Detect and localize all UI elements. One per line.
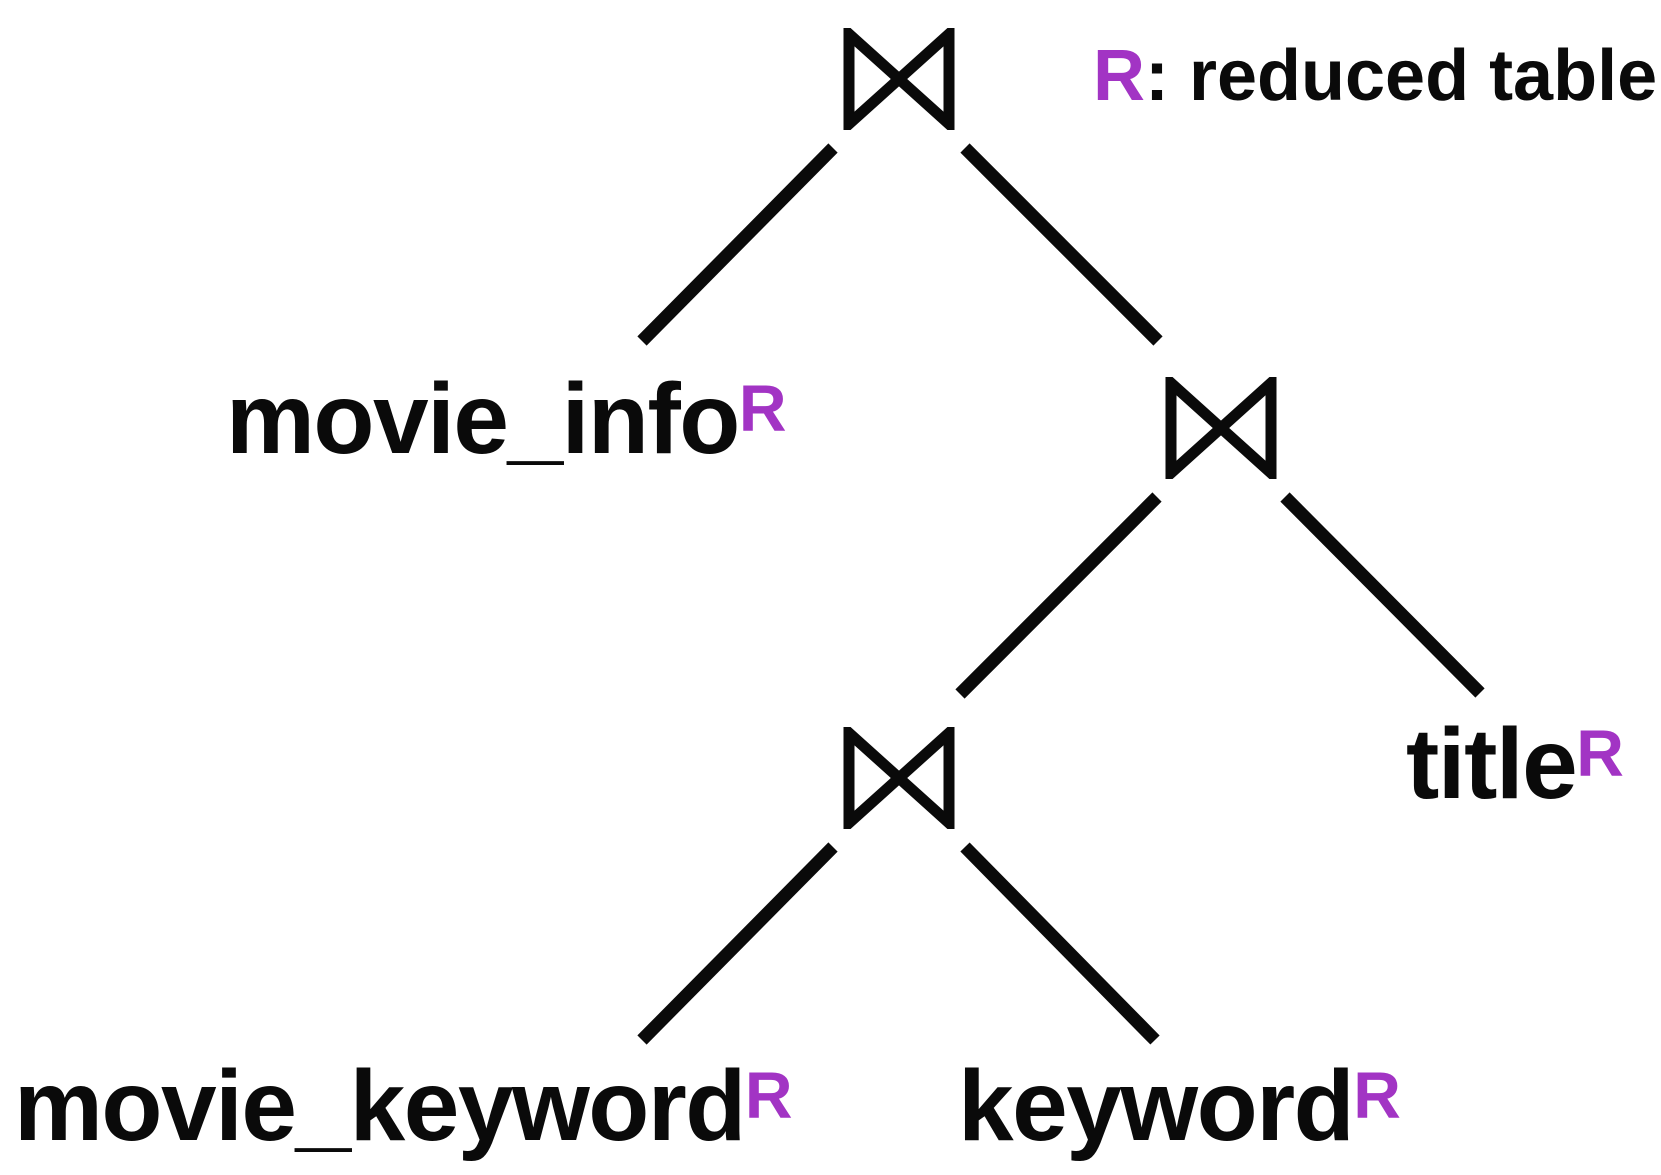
reduced-table-marker: R [1576, 715, 1624, 790]
join-icon-mid [1165, 377, 1277, 479]
leaf-label-movie-keyword: movie_keywordR [14, 1056, 793, 1156]
legend-reduced-marker: R [1093, 36, 1145, 116]
leaf-label-movie-info: movie_infoR [226, 369, 787, 469]
join-icon-root [843, 28, 955, 130]
edge-mid-join-to-lower-join [955, 492, 1162, 699]
leaf-label-title: titleR [1406, 714, 1624, 814]
edge-lower-join-to-movie-keyword [637, 842, 838, 1045]
edge-lower-join-to-keyword [960, 842, 1160, 1045]
reduced-table-marker: R [738, 370, 787, 445]
table-name: movie_keyword [14, 1050, 746, 1162]
table-name: movie_info [226, 363, 740, 475]
table-name: keyword [958, 1050, 1355, 1162]
legend: R: reduced table [1093, 40, 1657, 112]
table-name: title [1406, 708, 1578, 820]
reduced-table-marker: R [744, 1057, 793, 1132]
reduced-table-marker: R [1353, 1057, 1401, 1132]
edge-mid-join-to-title [1280, 492, 1485, 698]
edge-root-to-movie-info [637, 143, 838, 346]
edge-root-to-mid-join [960, 143, 1163, 346]
join-icon-lower [843, 727, 955, 829]
legend-text: : reduced table [1145, 36, 1658, 116]
leaf-label-keyword: keywordR [958, 1056, 1401, 1156]
